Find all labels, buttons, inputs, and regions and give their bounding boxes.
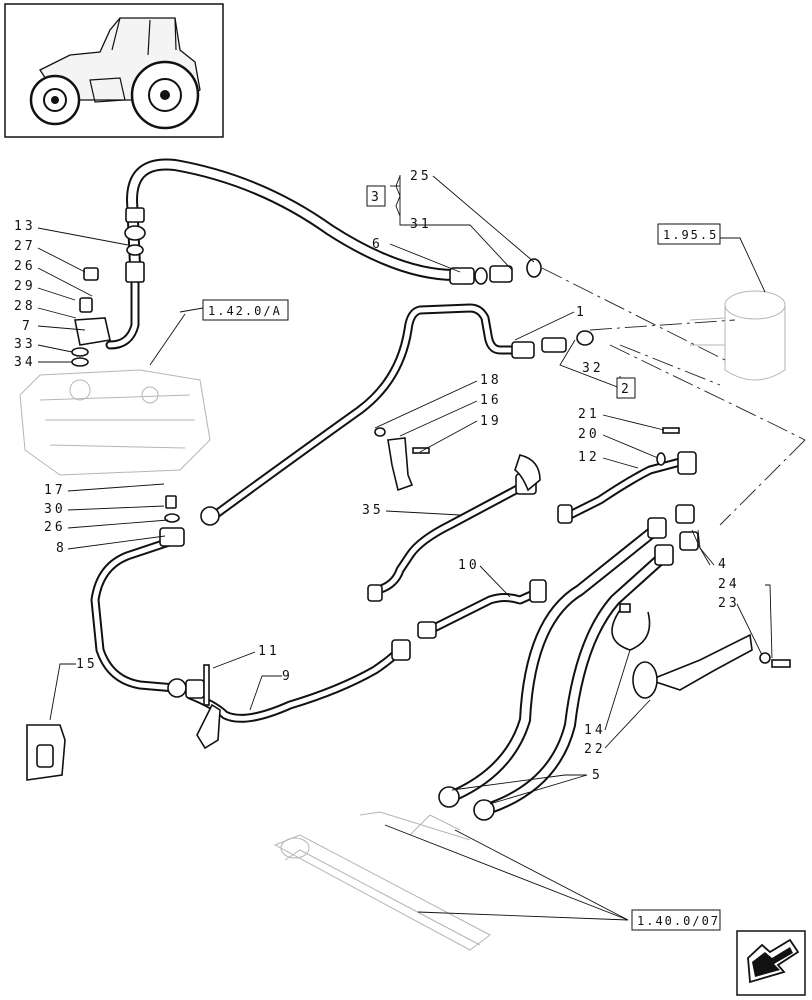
callout-4: 4 (718, 557, 729, 572)
ref-group-a: 1.42.0/A (208, 304, 282, 318)
callout-18: 18 (480, 373, 502, 388)
callout-12: 12 (578, 450, 600, 465)
callout-3: 3 (371, 190, 382, 205)
reference-boxes: 1.42.0/A 1.95.5 1.40.0/07 (202, 223, 721, 931)
callout-11: 11 (258, 644, 280, 659)
callout-31: 31 (410, 217, 432, 232)
callout-1: 1 (576, 305, 587, 320)
callout-35: 35 (362, 503, 384, 518)
callout-5: 5 (592, 768, 603, 783)
callout-32: 32 (582, 361, 604, 376)
callout-29: 29 (14, 279, 36, 294)
callout-8: 8 (56, 541, 67, 556)
callout-30: 30 (44, 502, 66, 517)
ref-group-c: 1.40.0/07 (637, 914, 720, 928)
callout-28: 28 (14, 299, 36, 314)
callout-13: 13 (14, 219, 36, 234)
cylinder-ghost (273, 811, 491, 951)
leader-lines (37, 175, 773, 921)
callout-14: 14 (584, 723, 606, 738)
callout-33: 33 (14, 337, 36, 352)
ref-group-b: 1.95.5 (663, 228, 718, 242)
callout-15: 15 (76, 657, 98, 672)
callout-21: 21 (578, 407, 600, 422)
callout-2: 2 (621, 382, 632, 397)
callout-34: 34 (14, 355, 36, 370)
callout-26b: 26 (44, 520, 66, 535)
callout-9: 9 (282, 669, 293, 684)
tractor-thumbnail (4, 3, 224, 138)
pump-ghost (19, 369, 211, 476)
callout-20: 20 (578, 427, 600, 442)
callout-23: 23 (718, 596, 740, 611)
callout-26: 26 (14, 259, 36, 274)
callout-16: 16 (480, 393, 502, 408)
fittings (26, 207, 791, 821)
valve-ghost (689, 290, 786, 381)
callout-17: 17 (44, 483, 66, 498)
pipes (90, 158, 685, 814)
callout-24: 24 (718, 577, 740, 592)
callout-7: 7 (22, 319, 33, 334)
callout-10: 10 (458, 558, 480, 573)
callout-27: 27 (14, 239, 36, 254)
callout-6: 6 (372, 237, 383, 252)
callout-labels: 13 27 26 29 28 7 33 34 6 25 31 3 1 32 2 … (14, 169, 740, 783)
callout-19: 19 (480, 414, 502, 429)
next-page-arrow-icon[interactable] (736, 930, 806, 996)
connection-lines (541, 267, 806, 526)
callout-25: 25 (410, 169, 432, 184)
callout-22: 22 (584, 742, 606, 757)
